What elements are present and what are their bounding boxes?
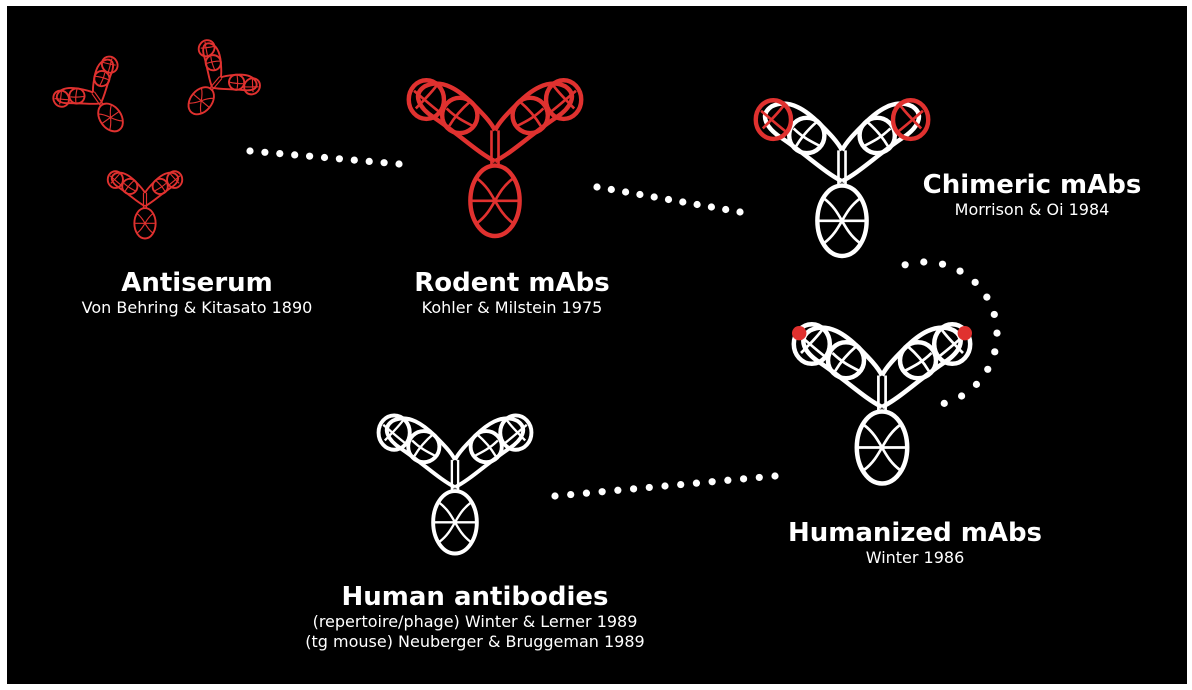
connector-dot-2 [708,203,715,210]
connector-dot-4 [567,491,574,498]
connector-dot-3 [920,258,927,265]
human-credit-tg-mouse: (tg mouse) Neuberger & Bruggeman 1989 [265,632,685,652]
connector-dot-4 [693,480,700,487]
connector-dot-2 [636,191,643,198]
connector-dot-3 [902,261,909,268]
connector-dot-4 [677,481,684,488]
connector-dot-3 [941,400,948,407]
connector-dot-1 [276,150,283,157]
human-title: Human antibodies [265,582,685,612]
connector-dot-4 [551,492,558,499]
connector-dot-2 [694,201,701,208]
connector-dot-2 [593,183,600,190]
connector-dot-1 [366,158,373,165]
connector-dot-4 [740,475,747,482]
label-antiserum: Antiserum Von Behring & Kitasato 1890 [47,268,347,318]
connector-dot-1 [291,151,298,158]
connector-dot-1 [306,153,313,160]
connector-dot-4 [583,490,590,497]
rodent-title: Rodent mAbs [362,268,662,298]
humanized-credit: Winter 1986 [765,548,1065,568]
connector-dot-4 [756,474,763,481]
connector-dot-1 [381,159,388,166]
antiserum-title: Antiserum [47,268,347,298]
human-antibody [379,415,532,553]
connector-dot-1 [261,149,268,156]
connector-dot-1 [395,160,402,167]
connector-dot-4 [771,472,778,479]
rodent-mab-antibody [409,80,581,236]
connector-dot-4 [724,477,731,484]
connector-dot-1 [351,157,358,164]
connector-dot-3 [991,311,998,318]
connector-dot-2 [679,198,686,205]
connector-dot-3 [939,261,946,268]
antiserum-antibody-3 [108,171,182,238]
antiserum-antibody-1 [50,53,150,151]
chimeric-credit: Morrison & Oi 1984 [882,200,1182,220]
rodent-credit: Kohler & Milstein 1975 [362,298,662,318]
connector-dot-3 [984,366,991,373]
human-credit-phage: (repertoire/phage) Winter & Lerner 1989 [265,612,685,632]
diagram-panel: Antiserum Von Behring & Kitasato 1890 Ro… [7,6,1187,684]
label-chimeric: Chimeric mAbs Morrison & Oi 1984 [882,170,1182,220]
connector-dot-2 [651,193,658,200]
antiserum-credit: Von Behring & Kitasato 1890 [47,298,347,318]
connector-dot-2 [722,206,729,213]
connector-dot-3 [983,294,990,301]
connector-dot-1 [321,154,328,161]
connector-dot-4 [709,478,716,485]
connector-dot-4 [661,482,668,489]
connector-dot-3 [973,381,980,388]
label-humanized: Humanized mAbs Winter 1986 [765,518,1065,568]
label-human: Human antibodies (repertoire/phage) Wint… [265,582,685,652]
connector-dot-2 [608,186,615,193]
connector-dot-3 [991,348,998,355]
connector-dot-3 [972,279,979,286]
connector-dot-2 [665,196,672,203]
label-rodent: Rodent mAbs Kohler & Milstein 1975 [362,268,662,318]
connector-dot-4 [646,484,653,491]
chimeric-title: Chimeric mAbs [882,170,1182,200]
connector-dot-4 [630,485,637,492]
connector-dot-3 [958,392,965,399]
connector-dot-3 [993,330,1000,337]
connector-dot-1 [246,147,253,154]
connector-dot-4 [614,487,621,494]
antiserum-antibody-2 [163,37,263,136]
connector-dot-2 [736,208,743,215]
humanized-title: Humanized mAbs [765,518,1065,548]
connector-dot-2 [622,188,629,195]
connector-dot-3 [956,268,963,275]
connector-dot-1 [336,155,343,162]
connector-dot-4 [599,488,606,495]
